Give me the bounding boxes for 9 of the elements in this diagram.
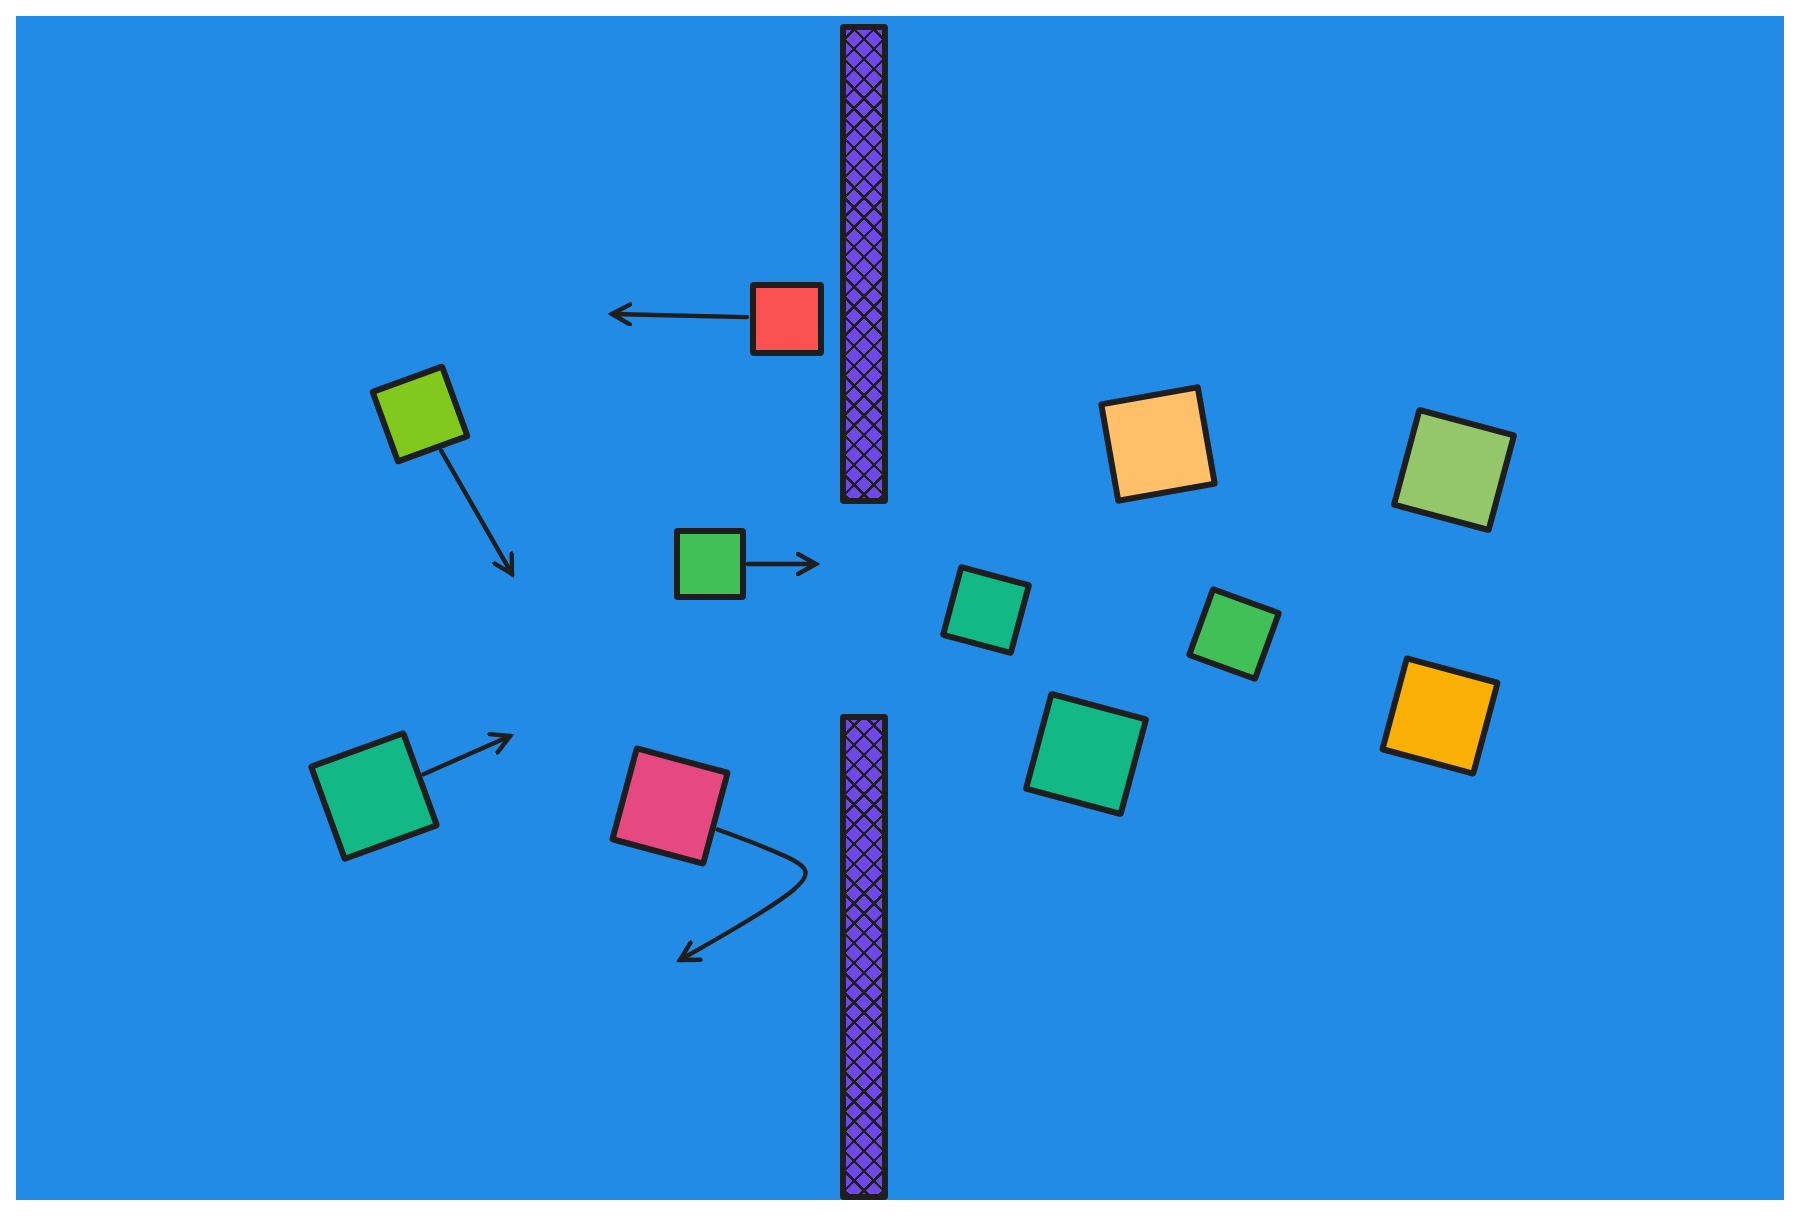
arrow bbox=[439, 448, 515, 577]
arrow bbox=[677, 827, 808, 963]
arrow bbox=[745, 551, 819, 577]
wall bbox=[840, 714, 888, 1200]
square-block bbox=[674, 528, 746, 600]
wall bbox=[840, 24, 888, 504]
arrow bbox=[609, 302, 750, 327]
square-block bbox=[749, 281, 823, 355]
arrow bbox=[421, 731, 513, 777]
